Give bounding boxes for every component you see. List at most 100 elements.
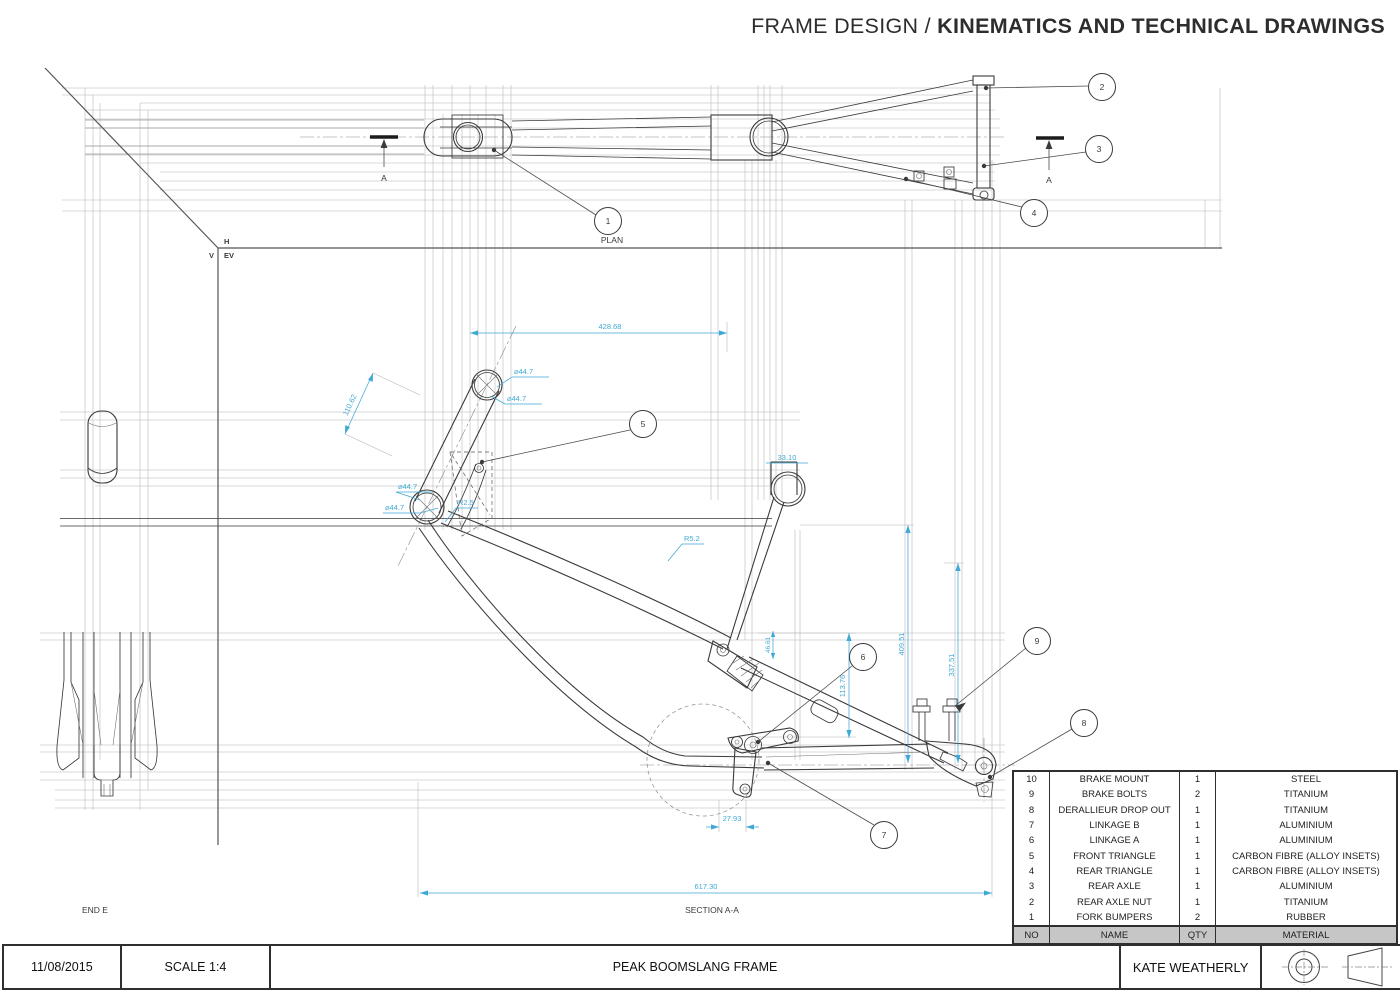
bom-name: BRAKE BOLTS [1050, 787, 1180, 803]
bom-header-material: MATERIAL [1282, 929, 1330, 941]
dim-label-fillet-large: R5.2 [684, 534, 700, 543]
callout-3: 3 [1097, 144, 1102, 154]
callout-1: 1 [606, 216, 611, 226]
table-row: 1 FORK BUMPERS 2 RUBBER [1014, 909, 1396, 925]
ev-plane-label: EV [224, 251, 234, 260]
bom-table: 10 BRAKE MOUNT 1 STEEL 9 BRAKE BOLTS 2 T… [1012, 770, 1398, 945]
centerlines [300, 136, 1015, 802]
bom-no: 9 [1014, 787, 1050, 803]
bom-qty: 1 [1180, 879, 1216, 895]
section-marker-a-left: A [381, 173, 387, 183]
bom-no: 10 [1014, 772, 1050, 788]
callout-7: 7 [882, 830, 887, 840]
bom-material: TITANIUM [1283, 789, 1329, 801]
dim-label-dia2: ⌀44.7 [507, 394, 526, 403]
bom-qty: 1 [1180, 817, 1216, 834]
callout-5: 5 [641, 419, 646, 429]
title-block-date: 11/08/2015 [4, 946, 122, 988]
dim-label-linkage-height: 113.76 [838, 675, 847, 697]
bom-material: CARBON FIBRE (ALLOY INSETS) [1232, 865, 1380, 877]
fork-leg-cylinder [87, 410, 118, 484]
section-markers: A A [370, 135, 1064, 185]
callout-6: 6 [861, 652, 866, 662]
view-labels: PLAN SECTION A-A END E H V EV [82, 235, 739, 915]
bom-no: 3 [1014, 879, 1050, 895]
dim-label-seat-offset: 33.10 [778, 453, 797, 462]
bom-qty: 2 [1180, 909, 1216, 925]
dim-label-height-axle: 409.51 [897, 633, 906, 656]
bom-qty: 1 [1180, 863, 1216, 880]
bom-header-no: NO [1014, 926, 1050, 944]
bom-material: TITANIUM [1283, 896, 1329, 908]
bom-name: REAR AXLE [1050, 879, 1180, 895]
callouts: 1 2 3 4 5 6 7 8 9 [479, 73, 1116, 849]
plan-label: PLAN [601, 235, 623, 245]
bom-no: 2 [1014, 894, 1050, 910]
end-view [56, 632, 158, 797]
bom-qty: 1 [1180, 894, 1216, 910]
table-row: 4 REAR TRIANGLE 1 CARBON FIBRE (ALLOY IN… [1014, 863, 1396, 880]
plan-view [423, 75, 995, 201]
table-row: 6 LINKAGE A 1 ALUMINIUM [1014, 833, 1396, 849]
sheet-title-main: KINEMATICS AND TECHNICAL DRAWINGS [937, 14, 1385, 38]
bom-name: REAR TRIANGLE [1050, 863, 1180, 880]
bom-no: 1 [1014, 909, 1050, 925]
bom-name: FORK BUMPERS [1050, 909, 1180, 925]
sheet-title-prefix: FRAME DESIGN / [751, 14, 938, 38]
elevation-view [60, 369, 997, 817]
bom-material: ALUMINIUM [1279, 835, 1333, 847]
bom-name: BRAKE MOUNT [1050, 772, 1180, 788]
dim-label-head-axis: 110.62 [341, 393, 359, 417]
bom-material: ALUMINIUM [1279, 820, 1333, 832]
dim-label-dia3: ⌀44.7 [398, 482, 417, 491]
table-row: 7 LINKAGE B 1 ALUMINIUM [1014, 817, 1396, 834]
section-label: SECTION A-A [685, 905, 739, 915]
callout-4: 4 [1032, 208, 1037, 218]
h-plane-label: H [224, 237, 229, 246]
bom-no: 8 [1014, 802, 1050, 818]
bom-name: FRONT TRIANGLE [1050, 848, 1180, 864]
sheet-title: FRAME DESIGN / KINEMATICS AND TECHNICAL … [751, 14, 1385, 39]
bom-material: STEEL [1290, 774, 1322, 786]
table-row: 9 BRAKE BOLTS 2 TITANIUM [1014, 787, 1396, 803]
dim-label-rocker-height: 46.61 [765, 636, 772, 653]
bom-material: ALUMINIUM [1279, 881, 1333, 893]
bom-no: 4 [1014, 863, 1050, 880]
bom-qty: 1 [1180, 833, 1216, 849]
end-view-label: END E [82, 905, 108, 915]
bom-header-row: NO NAME QTY MATERIAL [1014, 924, 1396, 944]
dimensions: 428.68 110.62 ⌀44.7 ⌀44.7 ⌀44.7 ⌀44.7 R2… [341, 322, 992, 896]
bom-header-qty: QTY [1180, 926, 1216, 944]
title-block-drawing-name: PEAK BOOMSLANG FRAME [271, 946, 1121, 988]
title-block-symbol-cell [1262, 946, 1400, 988]
title-block: 11/08/2015 SCALE 1:4 PEAK BOOMSLANG FRAM… [2, 944, 1400, 990]
table-row: 5 FRONT TRIANGLE 1 CARBON FIBRE (ALLOY I… [1014, 848, 1396, 864]
v-plane-label: V [209, 251, 214, 260]
dim-label-width-top: 428.68 [599, 322, 622, 331]
callout-8: 8 [1082, 718, 1087, 728]
title-block-author: KATE WEATHERLY [1121, 946, 1263, 988]
bom-qty: 1 [1180, 772, 1216, 788]
dim-label-fillet-small: R2.5 [458, 498, 474, 507]
bom-header-name: NAME [1050, 926, 1180, 944]
table-row: 2 REAR AXLE NUT 1 TITANIUM [1014, 894, 1396, 910]
bom-qty: 2 [1180, 787, 1216, 803]
table-row: 10 BRAKE MOUNT 1 STEEL [1014, 772, 1396, 788]
dim-label-drop-width: 27.93 [723, 814, 742, 823]
dim-label-dia1: ⌀44.7 [514, 367, 533, 376]
bom-qty: 1 [1180, 848, 1216, 864]
bom-name: LINKAGE A [1050, 833, 1180, 849]
construction-lines [40, 85, 1222, 897]
callout-2: 2 [1100, 82, 1105, 92]
table-row: 3 REAR AXLE 1 ALUMINIUM [1014, 879, 1396, 895]
bom-name: REAR AXLE NUT [1050, 894, 1180, 910]
section-marker-a-right: A [1046, 175, 1052, 185]
bom-name: DERALLIEUR DROP OUT [1050, 802, 1180, 818]
third-angle-projection-icon [1282, 947, 1393, 987]
dim-label-length-total: 617.30 [695, 882, 718, 891]
table-row: 8 DERALLIEUR DROP OUT 1 TITANIUM [1014, 802, 1396, 818]
bom-no: 6 [1014, 833, 1050, 849]
title-block-scale: SCALE 1:4 [122, 946, 272, 988]
